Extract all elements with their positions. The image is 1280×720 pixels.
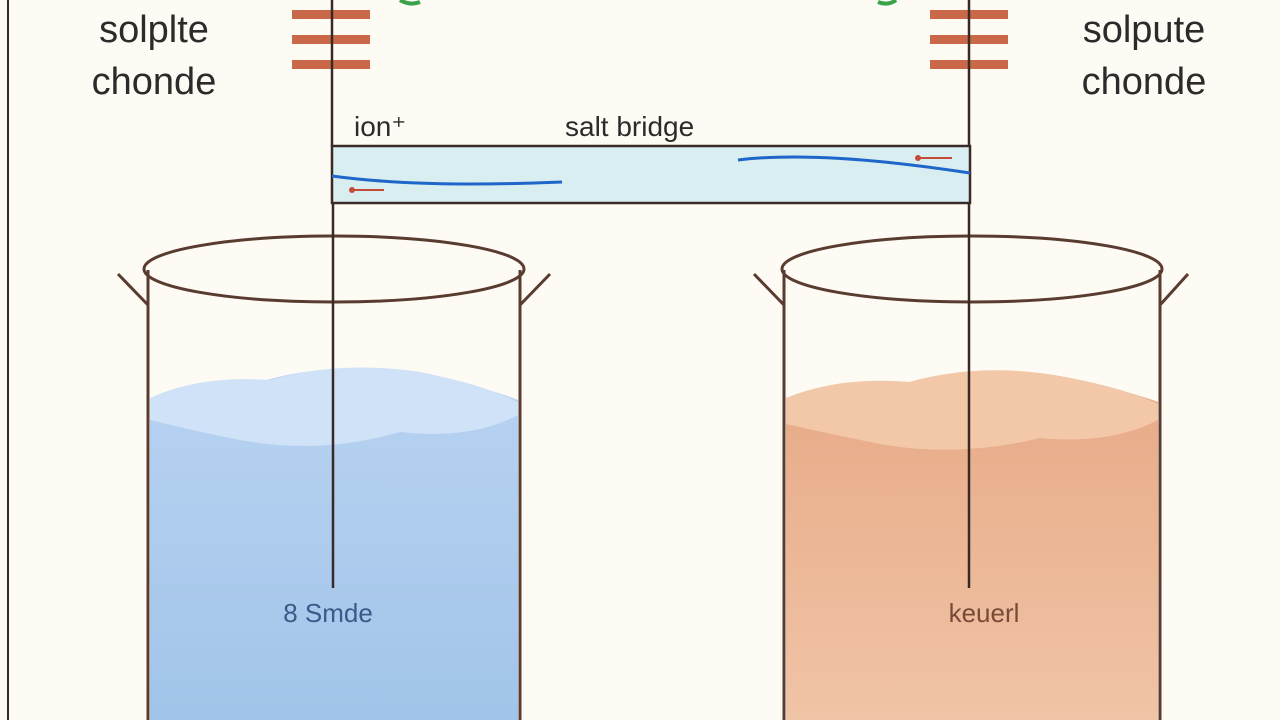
ion-marker-right [915,155,952,161]
left-electrode-label-line2: chonde [91,61,217,103]
current-arrow-hint-left [398,0,421,6]
right-beaker [752,234,1190,720]
bridge-flow-line-right [737,155,971,175]
right-solution [786,371,1158,720]
ion-label: ion⁺ [354,111,407,142]
left-electrode-label-line1: solplte [99,9,209,51]
right-electrode-label-line1: solpute [1082,9,1206,51]
salt-bridge-tube [330,144,972,205]
ion-marker-left [349,187,384,193]
right-beaker-rim [780,234,1164,304]
right-beaker-label: keuerl [948,598,1020,628]
current-arrow-hint-right [877,0,898,6]
left-electrode-label: solplte chonde [54,4,254,108]
salt-bridge-label: salt bridge [565,111,695,142]
right-electrode-label: solpute chonde [1044,4,1244,108]
left-beaker-label: 8 Smde [283,598,373,628]
right-electrode-label-line2: chonde [1081,61,1207,103]
bridge-flow-line-left [331,174,563,186]
right-solution-surface [786,370,1158,450]
